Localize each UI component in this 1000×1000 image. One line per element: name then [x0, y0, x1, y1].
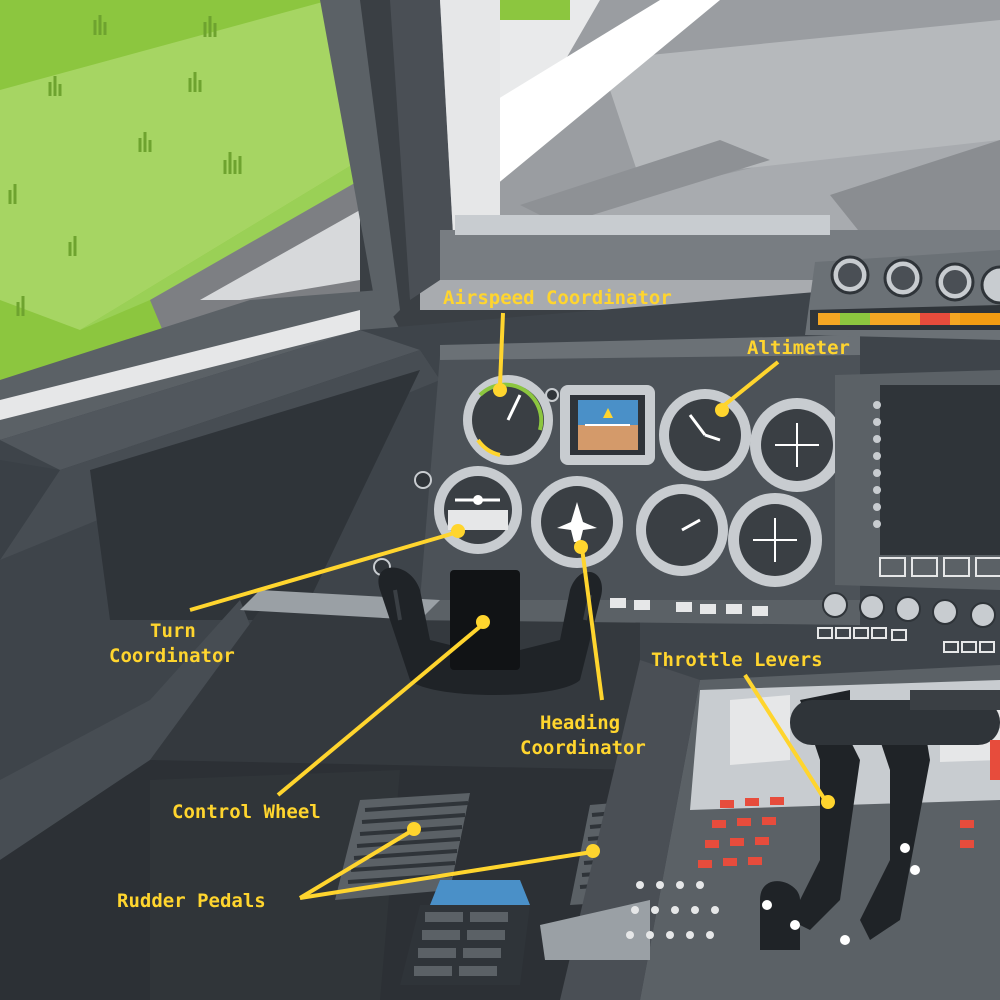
window-frames: [0, 0, 1000, 440]
label-heading-coordinator-line1: Heading: [540, 712, 621, 734]
label-heading-coordinator-line2: Coordinator: [520, 737, 646, 759]
navigation-gauge: [750, 398, 844, 492]
secondary-navigation-gauge: [728, 493, 822, 587]
label-throttle-levers: Throttle Levers: [651, 649, 823, 671]
label-altimeter: Altimeter: [747, 337, 850, 359]
grass-tufts: [8, 0, 517, 316]
multifunction-display: [835, 370, 1000, 590]
label-turn-coordinator-line1: Turn: [150, 620, 196, 642]
callout-lines: [189, 312, 835, 900]
airspeed-indicator: [463, 375, 553, 465]
heading-indicator: [531, 476, 623, 568]
altimeter-gauge: [659, 389, 751, 481]
floor-keypad: [400, 880, 530, 985]
instruments: [373, 375, 844, 616]
label-control-wheel: Control Wheel: [172, 801, 321, 823]
turn-coordinator-gauge: [434, 466, 522, 554]
label-rudder-pedals: Rudder Pedals: [117, 890, 266, 912]
vertical-speed-gauge: [636, 484, 728, 576]
label-airspeed-coordinator: Airspeed Coordinator: [443, 287, 672, 309]
upper-gauge-panel: [805, 250, 1000, 340]
toggle-switches: [817, 592, 996, 653]
attitude-indicator: [560, 385, 655, 465]
label-turn-coordinator-line2: Coordinator: [109, 645, 235, 667]
